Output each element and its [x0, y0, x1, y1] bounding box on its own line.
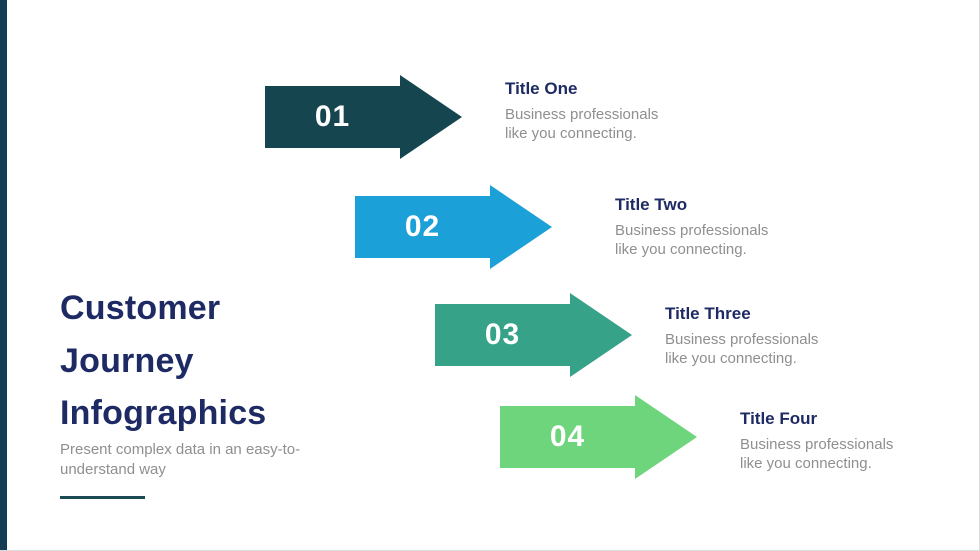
page-title-line-1: Customer: [60, 289, 221, 327]
page-title-line-3: Infographics: [60, 394, 267, 433]
page-title: Customer Journey Infographics: [60, 282, 266, 440]
step-1-arrow-body: 01: [265, 86, 400, 148]
step-4-arrow-head: [635, 395, 697, 479]
left-accent-bar: [0, 0, 7, 550]
step-4-number: 04: [549, 420, 586, 453]
step-1-title: Title One: [505, 79, 578, 98]
step-1-arrow: 01: [265, 75, 462, 159]
step-2-arrow: 02: [355, 185, 552, 269]
step-1-arrow-head: [400, 75, 462, 159]
step-2-title: Title Two: [615, 195, 688, 214]
step-4-title: Title Four: [740, 409, 818, 428]
step-2-description: Business professionals like you connecti…: [615, 222, 769, 258]
step-1-number: 01: [314, 100, 351, 133]
page-title-line-2: Journey: [60, 341, 194, 380]
step-2-number: 02: [404, 210, 441, 243]
step-3-description: Business professionals like you connecti…: [665, 331, 819, 367]
step-4-arrow: 04: [500, 395, 697, 479]
subtitle-underline: [60, 496, 145, 499]
step-3-title: Title Three: [665, 304, 751, 323]
step-2-arrow-body: 02: [355, 196, 490, 258]
step-4-text: Title Four Business professionals like y…: [740, 409, 915, 474]
step-1-description: Business professionals like you connecti…: [505, 106, 659, 142]
step-3-arrow-head: [570, 293, 632, 377]
step-3-text: Title Three Business professionals like …: [665, 304, 840, 369]
step-2-text: Title Two Business professionals like yo…: [615, 195, 790, 260]
step-3-arrow-body: 03: [435, 304, 570, 366]
step-4-arrow-body: 04: [500, 406, 635, 468]
step-1-text: Title One Business professionals like yo…: [505, 79, 680, 144]
page-subtitle: Present complex data in an easy-to-under…: [60, 441, 301, 479]
step-2-arrow-head: [490, 185, 552, 269]
step-3-arrow: 03: [435, 293, 632, 377]
step-4-description: Business professionals like you connecti…: [740, 436, 894, 472]
step-3-number: 03: [484, 318, 521, 351]
